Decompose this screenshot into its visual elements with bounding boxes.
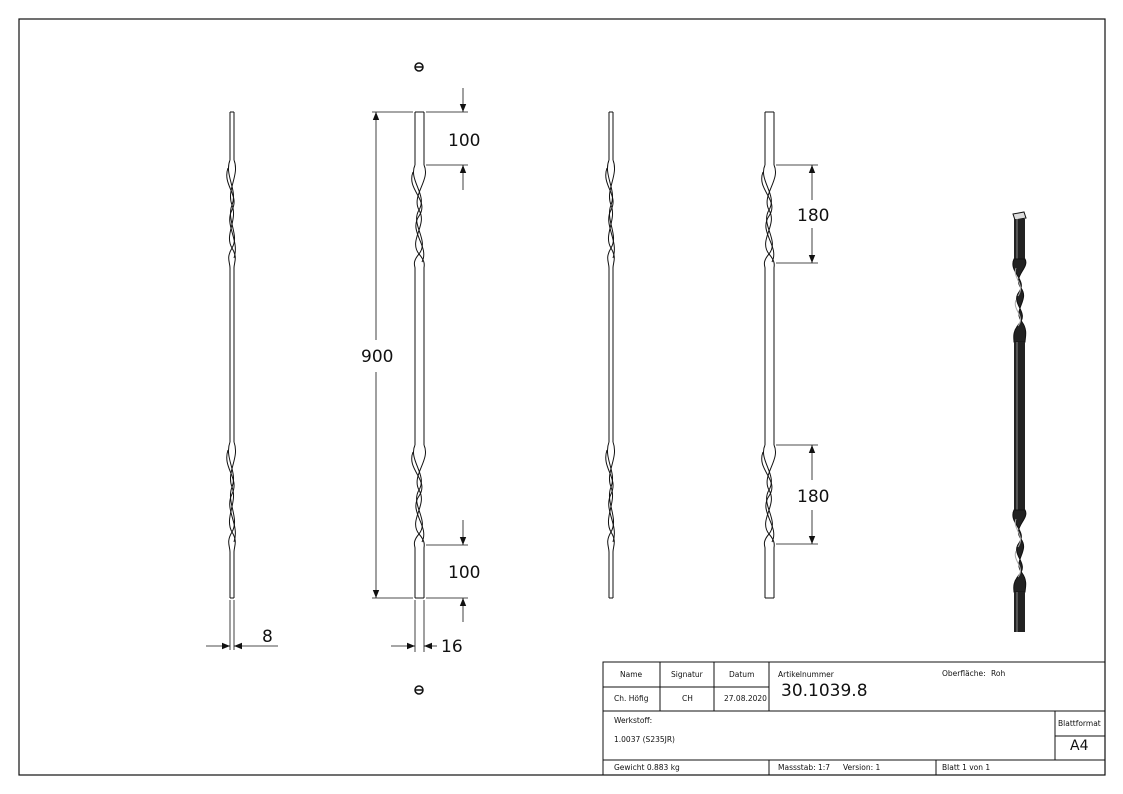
- dim-width-label: 16: [441, 637, 463, 657]
- dim-top-straight-label: 100: [448, 131, 480, 151]
- surface-label: Oberfläche:: [942, 669, 986, 678]
- dim-twist-upper: [776, 164, 818, 264]
- surface-value: Roh: [991, 669, 1006, 678]
- bar-front-view-2: [761, 111, 776, 599]
- dim-overall-length-label: 900: [361, 347, 393, 367]
- bar-front-view: [411, 111, 426, 599]
- dim-top-straight: [426, 88, 468, 190]
- format-label: Blattformat: [1058, 719, 1101, 728]
- dim-thickness: [206, 600, 278, 650]
- header-name: Name: [620, 670, 643, 679]
- drawing-frame: [18, 18, 1106, 776]
- article-label: Artikelnummer: [778, 670, 834, 679]
- dim-bottom-straight: [426, 520, 468, 622]
- drafter-signature: CH: [682, 694, 693, 703]
- dim-width: [391, 600, 437, 652]
- drawing-date: 27.08.2020: [724, 694, 767, 703]
- version: Version: 1: [843, 763, 881, 772]
- dim-twist-upper-label: 180: [797, 206, 829, 226]
- bar-isometric-view: [1012, 211, 1027, 632]
- bar-side-view: [226, 111, 236, 599]
- sheet-number: Blatt 1 von 1: [942, 763, 991, 772]
- drafter-name: Ch. Höfig: [614, 694, 649, 703]
- title-block: Name Signatur Datum Ch. Höfig CH 27.08.2…: [603, 662, 1105, 775]
- dim-thickness-label: 8: [262, 627, 273, 647]
- dim-overall-length: [372, 111, 413, 599]
- dim-bottom-straight-label: 100: [448, 563, 480, 583]
- weight: Gewicht 0.883 kg: [614, 763, 680, 772]
- article-number: 30.1039.8: [781, 681, 868, 701]
- material-value: 1.0037 (S235JR): [614, 735, 675, 744]
- format-value: A4: [1070, 738, 1089, 754]
- title-block-grid: [602, 661, 1106, 776]
- scale: Massstab: 1:7: [778, 763, 831, 772]
- dim-twist-lower-label: 180: [797, 487, 829, 507]
- dim-twist-lower: [776, 444, 818, 545]
- material-label: Werkstoff:: [614, 716, 653, 725]
- header-date: Datum: [729, 670, 755, 679]
- header-signature: Signatur: [671, 670, 703, 679]
- bar-side-view-2: [605, 111, 615, 599]
